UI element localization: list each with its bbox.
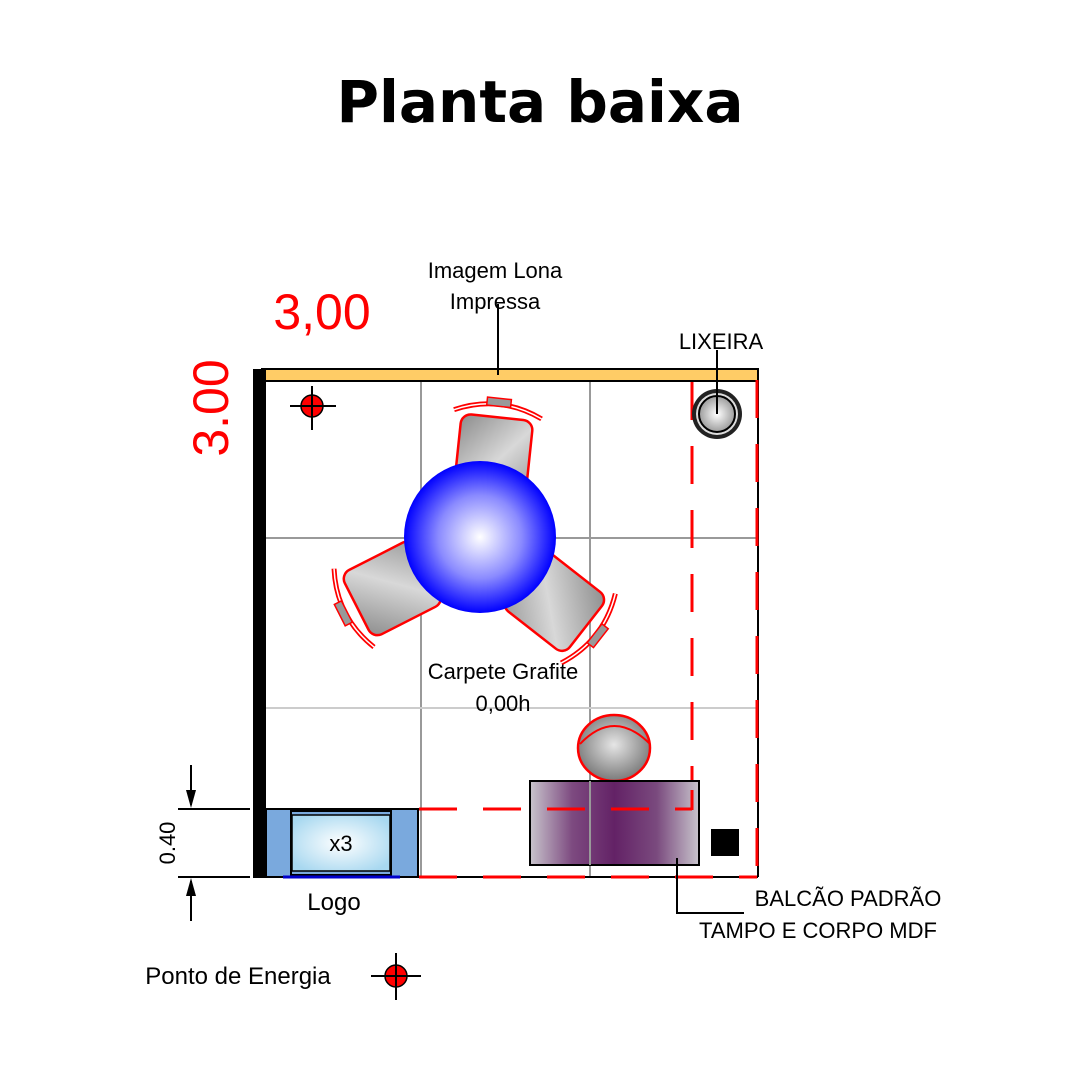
counter-depth-dimension bbox=[178, 765, 250, 921]
banner-wall bbox=[261, 368, 759, 382]
floor-label-line1: Carpete Grafite bbox=[428, 659, 578, 684]
counter-label-line1: BALCÃO PADRÃO bbox=[755, 886, 942, 911]
outlet-box bbox=[711, 829, 739, 856]
logo-counter bbox=[265, 808, 419, 879]
width-dimension: 3,00 bbox=[273, 284, 370, 340]
standard-counter bbox=[529, 780, 700, 866]
stool bbox=[576, 713, 652, 783]
depth-dimension: 3.00 bbox=[183, 359, 239, 456]
counter-leader-line bbox=[676, 858, 744, 914]
side-wall bbox=[253, 369, 266, 877]
banner-label-line1: Imagem Lona bbox=[428, 258, 563, 283]
counter-label-line2: TAMPO E CORPO MDF bbox=[699, 918, 937, 943]
logo-label: Logo bbox=[307, 889, 360, 916]
counter-depth-label: 0.40 bbox=[155, 822, 180, 865]
legend-power-point-label: Ponto de Energia bbox=[145, 963, 331, 990]
page-title: Planta baixa bbox=[336, 68, 744, 136]
logo-counter-qty: x3 bbox=[329, 831, 352, 856]
trash-label: LIXEIRA bbox=[679, 329, 764, 354]
power-outlet-crosshair-icon bbox=[290, 386, 336, 430]
floor-label-line2: 0,00h bbox=[475, 691, 530, 716]
power-outlet-crosshair-icon bbox=[371, 953, 421, 1000]
banner-label-line2: Impressa bbox=[450, 289, 541, 314]
round-table bbox=[404, 461, 556, 613]
